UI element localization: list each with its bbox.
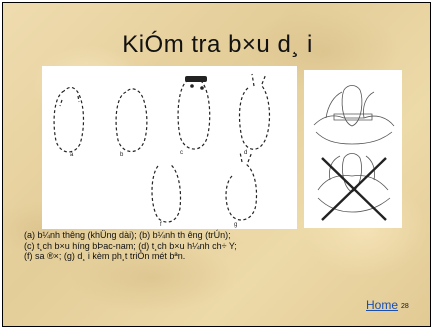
- panel-label-g: g: [234, 222, 237, 228]
- panel-label-c: c: [180, 150, 183, 156]
- spike-outline-b: [116, 89, 147, 152]
- spike-outline-c: [178, 78, 210, 149]
- home-link[interactable]: Home: [366, 298, 398, 312]
- caption-line: (a) b¼nh th­êng (khÜng dài); (b) b¼nh th…: [24, 230, 324, 241]
- panel-label-d: d: [244, 150, 247, 156]
- spike-outline-d: [240, 74, 270, 149]
- caption-line: (f) sa ®×; (g) d¸ i kèm ph¸t triÓn mét b…: [24, 251, 324, 262]
- spike-inner-a: [60, 96, 79, 106]
- arm-top: [316, 132, 392, 144]
- spike-shape-illustrations: a b c d f g: [42, 66, 297, 229]
- panel-label-a: a: [70, 152, 74, 158]
- spike-outline-g: [226, 152, 257, 220]
- dot-c2: [200, 86, 204, 90]
- spike-outline-a: [54, 87, 83, 152]
- page-number: 28: [401, 303, 409, 310]
- panel-label-f: f: [160, 222, 162, 228]
- spike-outline-f: [152, 164, 181, 222]
- spike-shape-drawings: a b c d f g: [42, 66, 297, 229]
- arm-bottom: [318, 198, 390, 212]
- hand-bottom: [318, 156, 388, 190]
- hand-drawings: [304, 70, 402, 228]
- dot-c: [190, 84, 194, 88]
- hand-top: [314, 92, 394, 126]
- cap-mark-c: [185, 76, 207, 82]
- slide-title: KiÓm tra b×u d¸ i: [3, 31, 431, 59]
- panel-label-b: b: [120, 152, 124, 158]
- slide: KiÓm tra b×u d¸ i: [2, 2, 431, 327]
- examination-hand-illustration: [304, 70, 402, 228]
- figure-caption: (a) b¼nh th­êng (khÜng dài); (b) b¼nh th…: [24, 230, 324, 262]
- caption-line: (c) t¸ch b×u h­íng bÞac-nam; (d) t¸ch b×…: [24, 241, 324, 252]
